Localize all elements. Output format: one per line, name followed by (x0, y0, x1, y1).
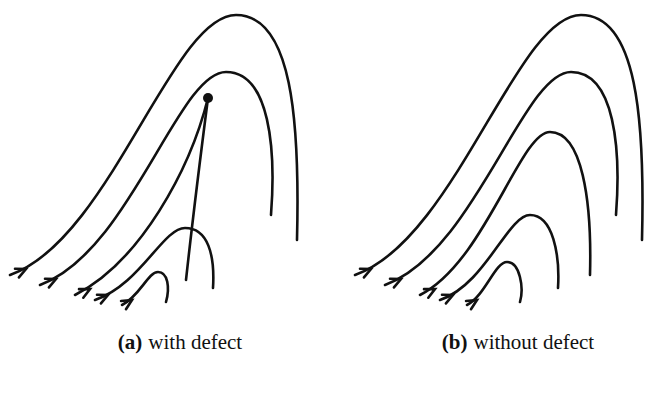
panel-letter: (b) (442, 330, 468, 355)
field-line (420, 132, 590, 295)
field-line (440, 215, 558, 300)
arrow-head (97, 295, 108, 304)
arrow-head (390, 279, 401, 288)
field-line (95, 228, 213, 300)
field-line (355, 15, 643, 275)
defect-dot (203, 93, 213, 103)
field-line (467, 262, 521, 305)
field-line (40, 72, 272, 285)
panel-title: without defect (473, 330, 594, 355)
field-line (10, 15, 298, 275)
arrow-head (15, 269, 26, 278)
arrow-head (466, 300, 477, 309)
arrow-head (79, 289, 90, 298)
arrow-head (424, 289, 435, 298)
field-line (186, 98, 208, 280)
arrow-head (121, 300, 132, 309)
arrow-head (45, 279, 56, 288)
panel-caption: (a)with defect (118, 330, 242, 355)
panel-letter: (a) (118, 330, 143, 355)
panel-caption: (b)without defect (442, 330, 594, 355)
arrow-head (442, 295, 453, 304)
panel-title: with defect (148, 330, 242, 355)
arrow-head (360, 269, 371, 278)
